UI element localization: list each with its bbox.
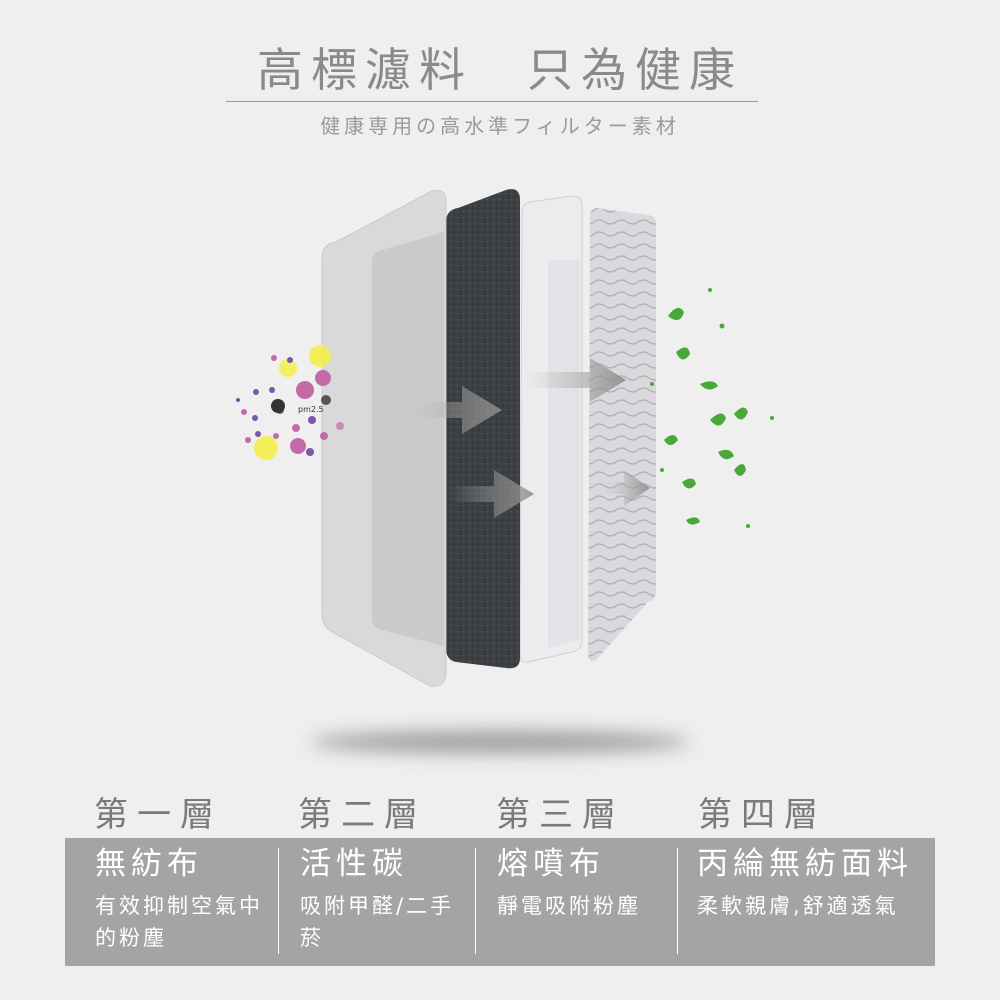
layer-3-desc: 靜電吸附粉塵 xyxy=(497,894,641,918)
layer-info-panel: 無紡布 有效抑制空氣中的粉塵 活性碳 吸附甲醛/二手菸 熔噴布 靜電吸附粉塵 丙… xyxy=(65,838,935,966)
layer-1-label: 第一層 xyxy=(94,795,223,835)
layer-3-meltblown xyxy=(519,195,583,663)
layer-2-info: 活性碳 吸附甲醛/二手菸 xyxy=(270,838,470,966)
layer-4-fabric xyxy=(588,208,656,661)
layer-4-info: 丙綸無紡面料 柔軟親膚,舒適透氣 xyxy=(667,838,935,966)
airflow-arrows xyxy=(410,358,650,518)
column-divider xyxy=(278,848,279,954)
layer-1-name: 無紡布 xyxy=(95,846,203,882)
dust-particles xyxy=(236,345,344,460)
filter-layers-illustration: pm2.5 xyxy=(236,189,774,753)
column-divider xyxy=(677,848,678,954)
pm25-label: pm2.5 xyxy=(298,405,324,414)
layer-2-label: 第二層 xyxy=(298,795,427,835)
layer-3-info: 熔噴布 靜電吸附粉塵 xyxy=(467,838,672,966)
layer-2-carbon xyxy=(446,189,520,669)
layer-4-name: 丙綸無紡面料 xyxy=(697,846,913,882)
leaves xyxy=(650,288,774,528)
layer-4-label: 第四層 xyxy=(698,795,827,835)
page-subtitle: 健康専用の高水準フィルター素材 xyxy=(320,114,680,138)
layer-2-desc: 吸附甲醛/二手菸 xyxy=(300,894,455,950)
layer-1-info: 無紡布 有效抑制空氣中的粉塵 xyxy=(65,838,270,966)
page-title: 高標濾料 只為健康 xyxy=(257,43,743,97)
title-underline xyxy=(226,101,758,102)
layer-2-name: 活性碳 xyxy=(300,846,408,882)
layer-1-nonwoven xyxy=(321,189,447,687)
layer-1-desc: 有效抑制空氣中的粉塵 xyxy=(95,894,263,950)
layer-3-name: 熔噴布 xyxy=(497,846,605,882)
layer-shadow xyxy=(310,731,690,753)
layer-4-desc: 柔軟親膚,舒適透氣 xyxy=(697,894,899,918)
layer-3-label: 第三層 xyxy=(496,795,625,835)
column-divider xyxy=(475,848,476,954)
